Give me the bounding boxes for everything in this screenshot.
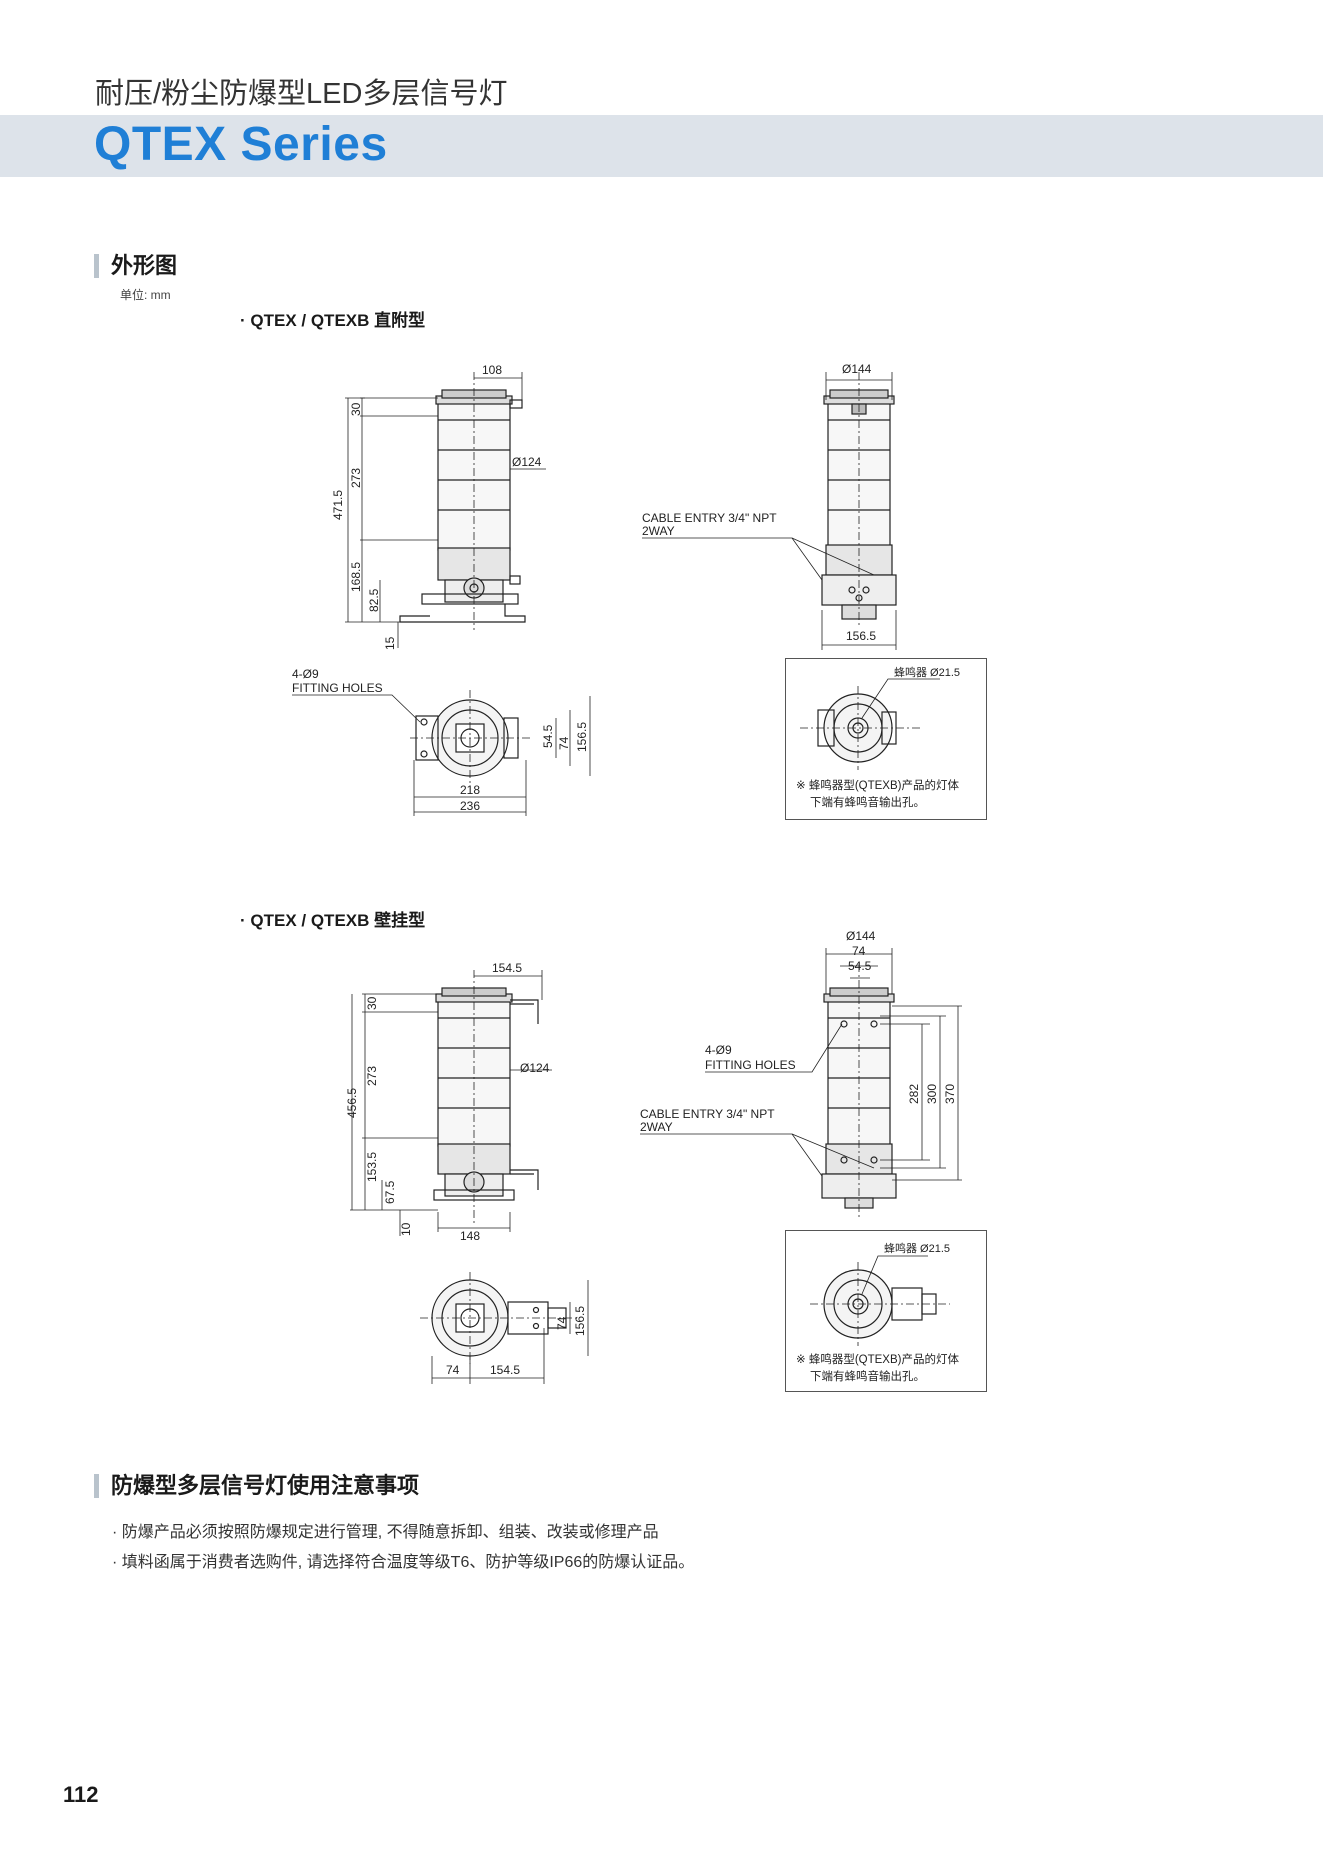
- buzzer-note-line: 下端有蜂鸣音输出孔。: [810, 797, 925, 809]
- wall-buzzer-view: [810, 1255, 950, 1346]
- dim-label: 74: [852, 944, 866, 958]
- callout-label: FITTING HOLES: [292, 681, 383, 695]
- variant-wall-title: · QTEX / QTEXB 壁挂型: [240, 911, 426, 930]
- wall-side-view: [350, 970, 552, 1236]
- dim-label: 74: [555, 1316, 569, 1330]
- dim-label: 10: [399, 1222, 413, 1236]
- dim-label: 154.5: [490, 1363, 520, 1377]
- dim-label: 156.5: [573, 1306, 587, 1336]
- dim-label: Ø144: [846, 929, 876, 943]
- usage-item: · 防爆产品必须按照防爆规定进行管理, 不得随意拆卸、组装、改装或修理产品: [112, 1524, 659, 1541]
- callout-label: 蜂鸣器 Ø21.5: [894, 665, 960, 679]
- dim-label: 30: [365, 996, 379, 1010]
- wall-base-view: [420, 1272, 589, 1384]
- dim-label: 54.5: [541, 724, 555, 748]
- callout-label: 2WAY: [642, 524, 675, 538]
- dim-label: 273: [349, 468, 363, 488]
- buzzer-note-wall: ※ 蜂鸣器型(QTEXB)产品的灯体 下端有蜂鸣音输出孔。: [796, 1352, 959, 1386]
- dim-label: 154.5: [492, 961, 522, 975]
- dim-label: 74: [557, 736, 571, 750]
- header-subtitle: 耐压/粉尘防爆型LED多层信号灯: [95, 78, 508, 110]
- direct-side-view: [345, 372, 546, 648]
- dim-label: 54.5: [848, 959, 872, 973]
- direct-buzzer-view: [800, 678, 940, 770]
- dim-label: 282: [907, 1084, 921, 1104]
- direct-base-view: [292, 690, 591, 816]
- dim-label: 218: [460, 783, 480, 797]
- callout-label: FITTING HOLES: [705, 1058, 796, 1072]
- series-title: QTEX Series: [94, 118, 388, 171]
- buzzer-detail-box-wall: [785, 1230, 987, 1392]
- buzzer-note-direct: ※ 蜂鸣器型(QTEXB)产品的灯体 下端有蜂鸣音输出孔。: [796, 778, 959, 812]
- unit-label: 单位: mm: [120, 288, 171, 302]
- callout-label: 蜂鸣器 Ø21.5: [884, 1241, 950, 1255]
- dim-label: 153.5: [365, 1152, 379, 1182]
- page-number: 112: [63, 1782, 99, 1807]
- dim-label: 370: [943, 1084, 957, 1104]
- direct-front-view: [642, 372, 897, 650]
- usage-item: · 填料函属于消费者选购件, 请选择符合温度等级T6、防护等级IP66的防爆认证…: [112, 1554, 695, 1571]
- callout-label: 4-Ø9: [292, 667, 319, 681]
- dim-label: 168.5: [349, 562, 363, 592]
- dim-label: Ø144: [842, 362, 872, 376]
- dim-label: 148: [460, 1229, 480, 1243]
- dim-label: 74: [446, 1363, 460, 1377]
- callout-label: CABLE ENTRY 3/4" NPT: [642, 511, 777, 525]
- dim-label: 456.5: [345, 1088, 359, 1118]
- dim-label: 156.5: [575, 722, 589, 752]
- buzzer-note-line: 下端有蜂鸣音输出孔。: [810, 1371, 925, 1383]
- dim-label: 82.5: [367, 588, 381, 612]
- dim-label: 67.5: [383, 1180, 397, 1204]
- dim-label: 156.5: [846, 629, 876, 643]
- callout-label: 2WAY: [640, 1120, 673, 1134]
- dim-label: 471.5: [331, 490, 345, 520]
- dim-label: Ø124: [512, 455, 542, 469]
- callout-label: CABLE ENTRY 3/4" NPT: [640, 1107, 775, 1121]
- section-heading-usage: 防爆型多层信号灯使用注意事项: [94, 1474, 419, 1498]
- dim-label: 236: [460, 799, 480, 813]
- buzzer-note-line: ※ 蜂鸣器型(QTEXB)产品的灯体: [796, 780, 959, 792]
- buzzer-note-line: ※ 蜂鸣器型(QTEXB)产品的灯体: [796, 1354, 959, 1366]
- dim-label: 300: [925, 1084, 939, 1104]
- dim-label: Ø124: [520, 1061, 550, 1075]
- buzzer-detail-box-direct: [785, 658, 987, 820]
- callout-label: 4-Ø9: [705, 1043, 732, 1057]
- dim-label: 108: [482, 363, 502, 377]
- dim-label: 30: [349, 402, 363, 416]
- wall-front-view: [640, 948, 962, 1218]
- dim-label: 15: [383, 636, 397, 650]
- variant-direct-title: · QTEX / QTEXB 直附型: [240, 311, 426, 330]
- title-band: [0, 115, 1323, 177]
- dim-label: 273: [365, 1066, 379, 1086]
- section-heading-outline: 外形图: [94, 254, 177, 278]
